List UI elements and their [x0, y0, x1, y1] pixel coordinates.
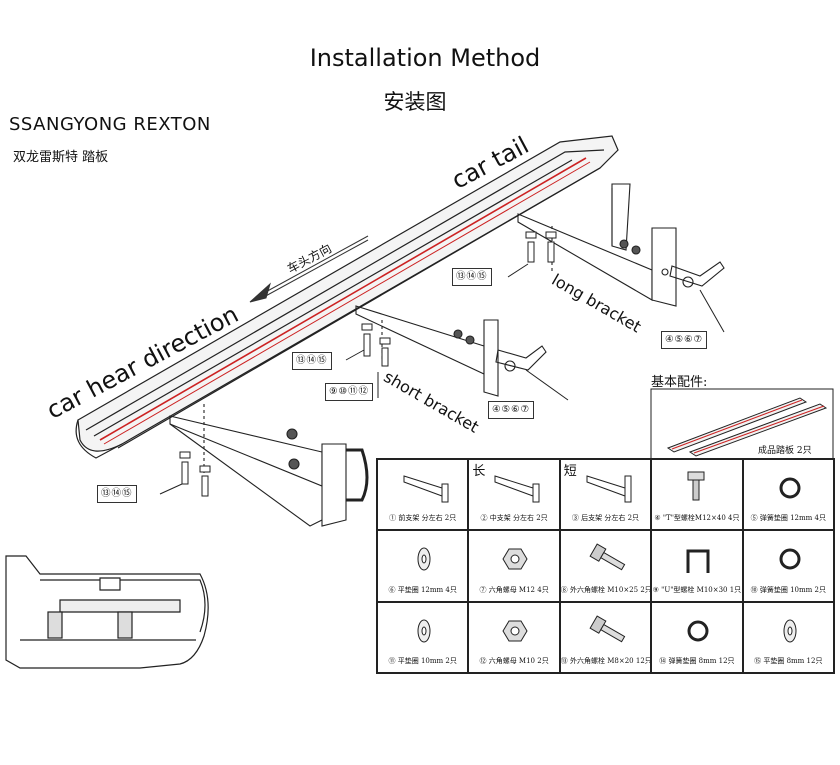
board-panel [650, 388, 834, 460]
running-board [75, 135, 619, 459]
part-caption: ⑥ 平垫圈 12mm 4只 [388, 585, 457, 594]
part-cell: ⑤ 弹簧垫圈 12mm 4只 [742, 459, 834, 531]
part-cell: ⑮ 平垫圈 8mm 12只 [742, 601, 834, 673]
callout-nuts-short: ④⑤⑥⑦ [488, 401, 535, 419]
hex-nut-icon [502, 548, 528, 570]
board-label: 成品踏板 2只 [758, 446, 812, 456]
part-cell: ⑥ 平垫圈 12mm 4只 [377, 530, 469, 602]
direction-arrow [249, 235, 369, 303]
part-cell: ③ 后支架 分左右 2只 短 [559, 459, 652, 531]
u-bolt-icon [686, 549, 710, 574]
part-caption: ⑬ 外六角螺栓 M8×20 12只 [560, 657, 652, 665]
part-caption: ⑦ 六角螺母 M12 4只 [479, 585, 549, 594]
callout-bolts-front: ⑬⑭⑮ [97, 485, 137, 503]
long-bracket [517, 183, 725, 307]
parts-heading: 基本配件: [651, 375, 708, 390]
part-cell: ⑫ 六角螺母 M10 2只 [468, 601, 560, 673]
part-caption: ① 前支架 分左右 2只 [389, 514, 457, 523]
t-bolt-icon [687, 471, 705, 501]
middle-bracket-icon [494, 475, 540, 503]
flat-washer-icon [417, 619, 431, 643]
part-caption: ⑩ 弹簧垫圈 10mm 2只 [750, 585, 826, 594]
spring-washer-icon [687, 620, 709, 642]
part-cell: ⑨ "U"型螺栓 M10×30 1只 [651, 530, 743, 602]
rear-bracket-icon [586, 475, 632, 503]
part-cell: ⑬ 外六角螺栓 M8×20 12只 [559, 601, 652, 673]
part-cell: ④ "T"型螺栓M12×40 4只 [651, 459, 743, 531]
part-cell: ⑭ 弹簧垫圈 8mm 12只 [651, 601, 743, 673]
part-caption: ④ "T"型螺栓M12×40 4只 [654, 514, 740, 523]
part-caption: ⑫ 六角螺母 M10 2只 [479, 657, 549, 665]
hex-nut-icon [502, 620, 528, 642]
part-caption: ⑧ 外六角螺栓 M10×25 2只 [560, 585, 652, 594]
front-bracket [169, 404, 369, 527]
callout-fasteners-front: ⑨⑩⑪⑫ [325, 383, 374, 401]
tag-short: 短 [563, 464, 577, 479]
part-cell: ⑧ 外六角螺栓 M10×25 2只 [559, 530, 652, 602]
bolt-stacks [179, 231, 557, 497]
vehicle-model-cn: 双龙雷斯特 踏板 [13, 150, 109, 165]
parts-table: ① 前支架 分左右 2只 ② 中支架 分左右 2只 长 ③ 后支架 分左右 2只 短 ④ … [376, 458, 835, 674]
part-cell: ② 中支架 分左右 2只 长 [468, 459, 560, 531]
part-cell: ⑦ 六角螺母 M12 4只 [468, 530, 560, 602]
part-caption: ⑨ "U"型螺栓 M10×30 1只 [652, 585, 742, 594]
hex-bolt-icon [589, 615, 626, 643]
part-caption: ② 中支架 分左右 2只 [480, 514, 548, 523]
part-caption: ⑤ 弹簧垫圈 12mm 4只 [750, 514, 826, 523]
part-cell: ① 前支架 分左右 2只 [377, 459, 469, 531]
flat-washer-icon [417, 547, 431, 571]
flat-washer-icon [783, 619, 797, 643]
callout-bolts-long: ⑬⑭⑮ [452, 268, 492, 286]
page-title: Installation Method [309, 44, 541, 72]
callout-nuts-long: ④⑤⑥⑦ [661, 331, 708, 349]
hex-bolt-icon [589, 543, 626, 571]
part-caption: ⑪ 平垫圈 10mm 2只 [388, 657, 457, 665]
page-title-cn: 安装图 [383, 90, 447, 114]
part-caption: ⑮ 平垫圈 8mm 12只 [754, 657, 823, 665]
callout-bolts-short: ⑬⑭⑮ [292, 352, 332, 370]
part-cell: ⑪ 平垫圈 10mm 2只 [377, 601, 469, 673]
spring-washer-icon [779, 477, 801, 499]
part-caption: ⑭ 弹簧垫圈 8mm 12只 [659, 657, 735, 665]
vehicle-model: SSANGYONG REXTON [9, 114, 211, 135]
part-caption: ③ 后支架 分左右 2只 [571, 514, 640, 523]
cross-section-inset [5, 555, 209, 669]
tag-long: 长 [472, 464, 486, 479]
front-bracket-icon [403, 475, 449, 503]
part-cell: ⑩ 弹簧垫圈 10mm 2只 [742, 530, 834, 602]
spring-washer-icon [779, 548, 801, 570]
